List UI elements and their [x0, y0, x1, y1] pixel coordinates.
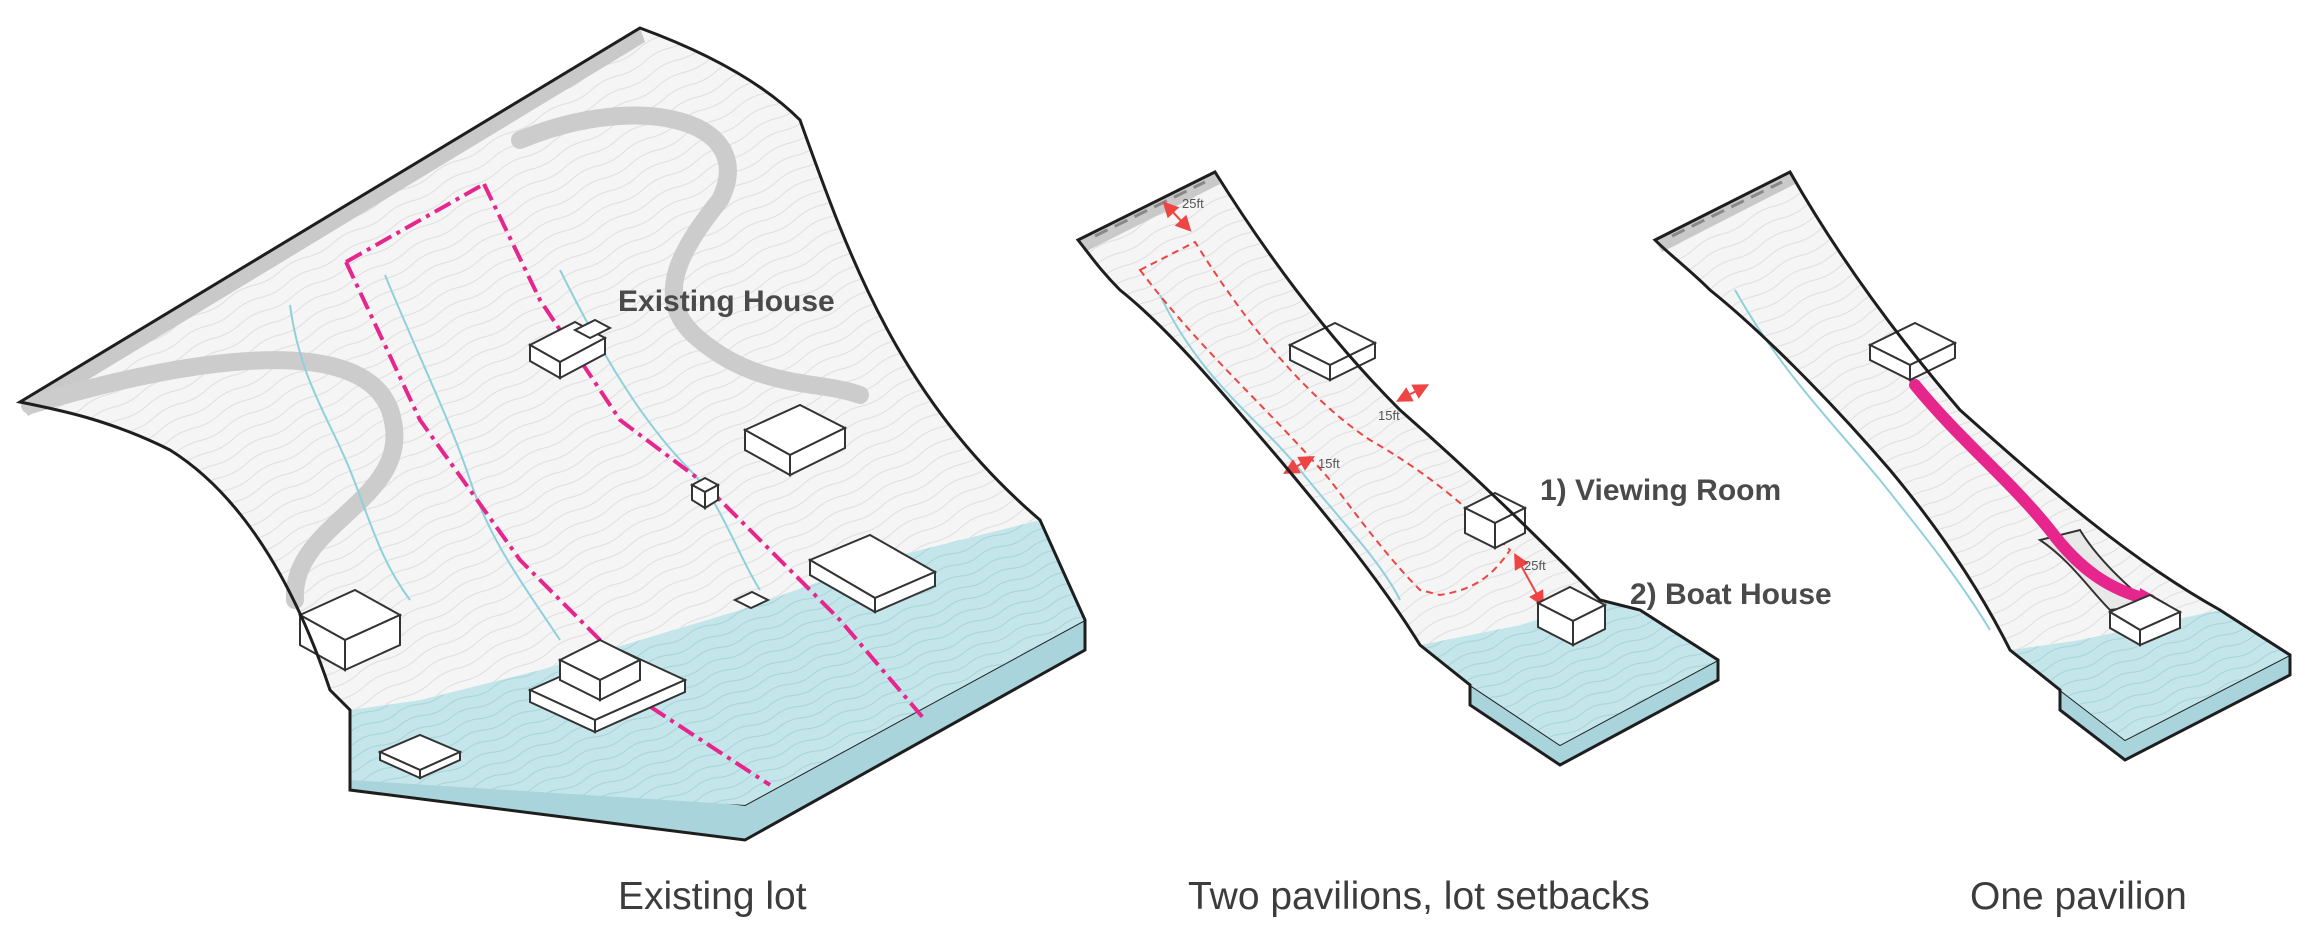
caption-existing-lot: Existing lot	[618, 875, 807, 919]
terrain-contours-2	[1078, 172, 1600, 645]
panel-existing-lot	[20, 28, 1085, 840]
panel-one-pavilion	[1655, 172, 2290, 760]
small-cube	[692, 478, 718, 508]
label-viewing-room: 1) Viewing Room	[1540, 474, 1781, 508]
caption-one-pavilion: One pavilion	[1970, 875, 2187, 919]
setback-arrow-right	[1403, 388, 1422, 398]
caption-two-pavilions: Two pavilions, lot setbacks	[1188, 875, 1650, 919]
label-existing-house: Existing House	[618, 285, 835, 319]
setback-label-bottom: 25ft	[1524, 558, 1546, 573]
label-boat-house: 2) Boat House	[1630, 578, 1832, 612]
setback-label-left: 15ft	[1318, 456, 1340, 471]
setback-label-right: 15ft	[1378, 408, 1400, 423]
setback-label-top: 25ft	[1182, 196, 1204, 211]
panel-two-pavilions: 25ft 15ft 15ft 25ft	[1078, 172, 1718, 765]
